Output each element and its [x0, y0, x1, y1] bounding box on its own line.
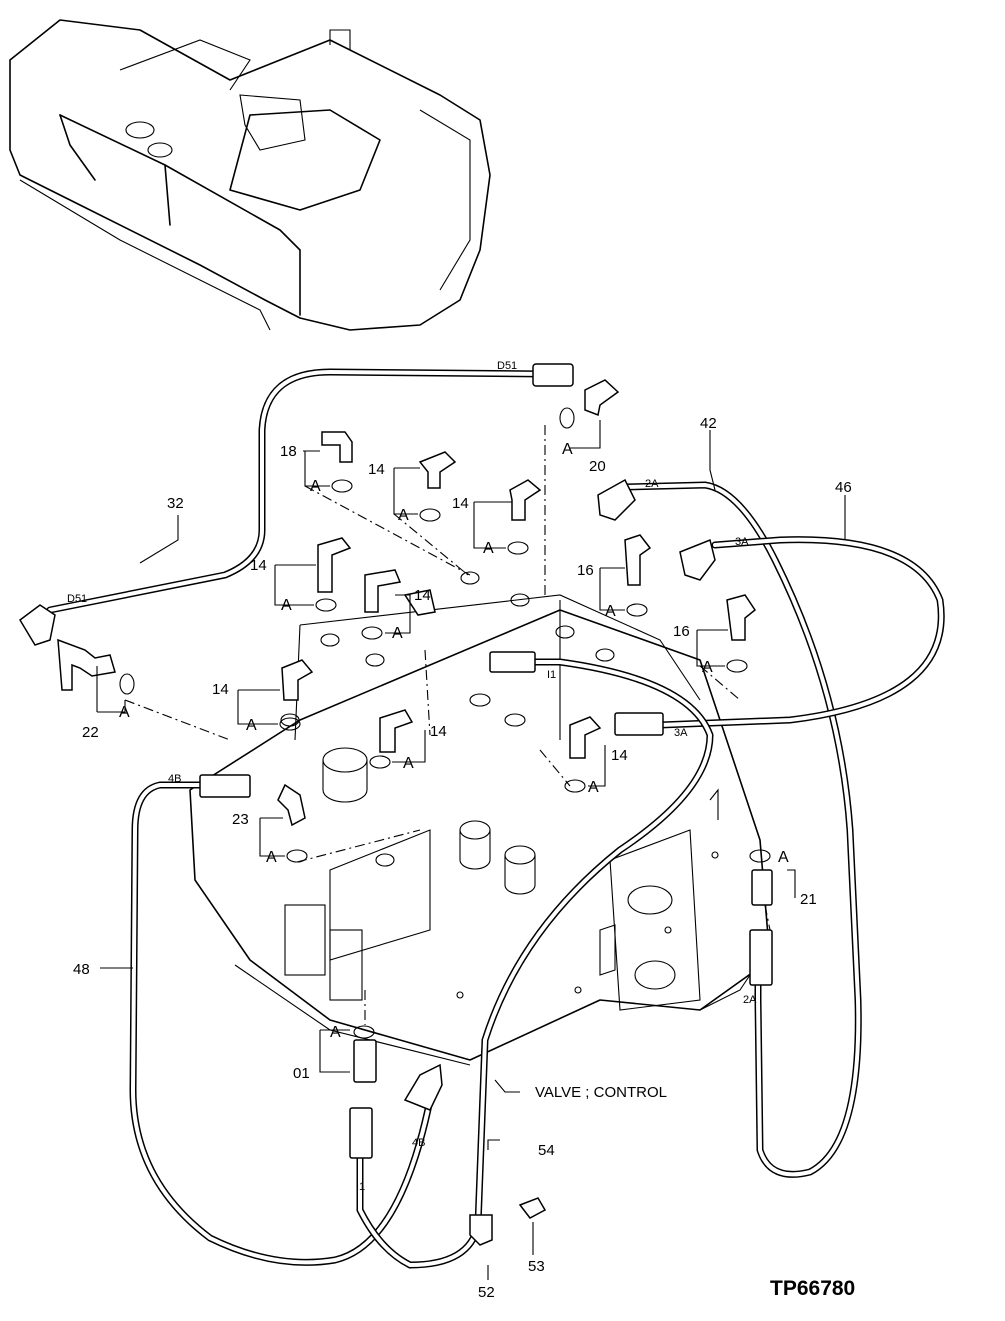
label-part-53: 53 [528, 1258, 545, 1275]
label-part-54: 54 [538, 1142, 555, 1159]
label-oring-a: A [266, 849, 277, 866]
o-rings [119, 407, 771, 1039]
label-hose-i1-bottom: I1 [356, 1181, 365, 1193]
machine-overview-illustration [9, 19, 491, 331]
label-hose-d51-left: D51 [67, 593, 87, 605]
reference-code: TP66780 [770, 1277, 855, 1300]
label-part-42: 42 [700, 415, 717, 432]
label-oring-a: A [398, 507, 409, 524]
label-part-21: 21 [800, 891, 817, 908]
label-oring-a: A [246, 717, 257, 734]
label-oring-a: A [330, 1024, 341, 1041]
valve-control-label: VALVE ; CONTROL [535, 1084, 667, 1101]
hose-end-fittings [19, 363, 773, 1159]
label-hose-3a-top: 3A [735, 536, 749, 548]
label-hose-2a-bottom: 2A [743, 994, 757, 1006]
hose-i1 [356, 658, 714, 1269]
label-hose-2a-top: 2A [645, 478, 659, 490]
label-oring-a: A [483, 540, 494, 557]
hose-48 [129, 781, 436, 1266]
label-part-14-c: 14 [250, 557, 267, 574]
label-hose-d51-top: D51 [497, 360, 517, 372]
hose-46 [656, 536, 945, 729]
label-hose-4b-bottom: 4B [412, 1137, 425, 1149]
label-oring-a: A [119, 704, 130, 721]
hose-end-code-labels: D51 D51 I1 I1 2A 2A 3A 3A 4B 4B [67, 360, 757, 1193]
label-part-46: 46 [835, 479, 852, 496]
label-part-14-e: 14 [212, 681, 229, 698]
label-part-14-d: 14 [414, 587, 431, 604]
label-oring-a: A [392, 625, 403, 642]
label-oring-a: A [605, 603, 616, 620]
label-part-23: 23 [232, 811, 249, 828]
label-part-14-a: 14 [368, 461, 385, 478]
label-oring-a: A [403, 755, 414, 772]
hose-42 [621, 481, 862, 1178]
label-oring-a: A [281, 597, 292, 614]
label-part-14-f: 14 [430, 723, 447, 740]
label-hose-i1-top: I1 [547, 669, 556, 681]
label-oring-a: A [310, 478, 321, 495]
adapter-fittings [57, 379, 773, 1246]
label-oring-a: A [562, 441, 573, 458]
label-part-20: 20 [589, 458, 606, 475]
part-number-labels: 18 14 14 14 14 14 14 14 20 16 16 42 46 3… [73, 415, 852, 1301]
label-part-01: 01 [293, 1065, 310, 1082]
label-part-14-g: 14 [611, 747, 628, 764]
label-hose-4b-top: 4B [168, 773, 181, 785]
label-part-18: 18 [280, 443, 297, 460]
control-valve-body [189, 571, 771, 1066]
label-oring-a: A [588, 779, 599, 796]
label-part-32: 32 [167, 495, 184, 512]
label-hose-3a-bottom: 3A [674, 727, 688, 739]
label-part-48: 48 [73, 961, 90, 978]
label-oring-a: A [778, 849, 789, 866]
label-part-14-b: 14 [452, 495, 469, 512]
label-part-22: 22 [82, 724, 99, 741]
leader-lines [96, 420, 846, 1280]
oring-code-labels: A A A A A A A A A A A A A A A [119, 441, 789, 1041]
label-oring-a: A [702, 659, 713, 676]
hose-32 [46, 368, 549, 614]
label-part-16-a: 16 [577, 562, 594, 579]
label-part-16-b: 16 [673, 623, 690, 640]
label-part-52: 52 [478, 1284, 495, 1301]
